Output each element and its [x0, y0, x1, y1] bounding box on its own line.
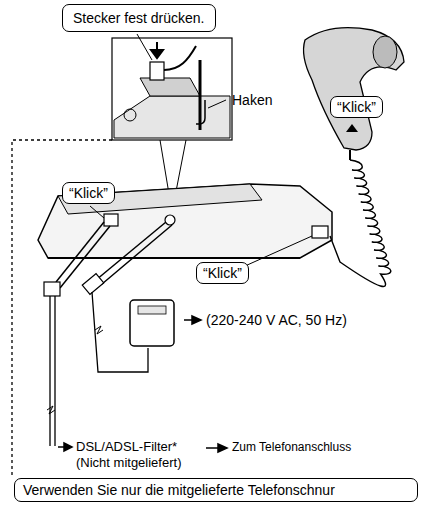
leader-line: [137, 34, 152, 60]
arrow-symbol: [206, 444, 227, 452]
coil-path: [330, 160, 391, 287]
part-label: Haken: [232, 92, 272, 108]
callout-box: “Klick”: [62, 182, 115, 204]
phone-cord: [44, 222, 110, 451]
part-label: DSL/ADSL-Filter*: [76, 440, 177, 455]
callout-box: “Klick”: [196, 262, 249, 284]
callout-box: “Klick”: [330, 96, 383, 118]
coiled-cord: [330, 160, 391, 287]
part-label: (Nicht mitgeliefert): [76, 456, 181, 471]
leader-line: [245, 236, 312, 266]
part-label: Zum Telefonanschluss: [232, 441, 351, 455]
power-adapter: [82, 222, 201, 372]
callout-text: “Klick”: [337, 99, 376, 115]
callout-text: “Klick”: [69, 185, 108, 201]
callout-text: “Klick”: [203, 265, 242, 281]
note-box: Verwenden Sie nur die mitgelieferte Tele…: [14, 478, 418, 502]
callout-box: Stecker fest drücken.: [62, 4, 216, 32]
leader-line: [90, 206, 104, 218]
callout-text: Verwenden Sie nur die mitgelieferte Tele…: [23, 482, 409, 498]
detail-inset: [112, 38, 232, 140]
callout-text: Stecker fest drücken.: [73, 10, 205, 26]
part-label: (220-240 V AC, 50 Hz): [206, 312, 347, 328]
handset: [304, 28, 404, 160]
